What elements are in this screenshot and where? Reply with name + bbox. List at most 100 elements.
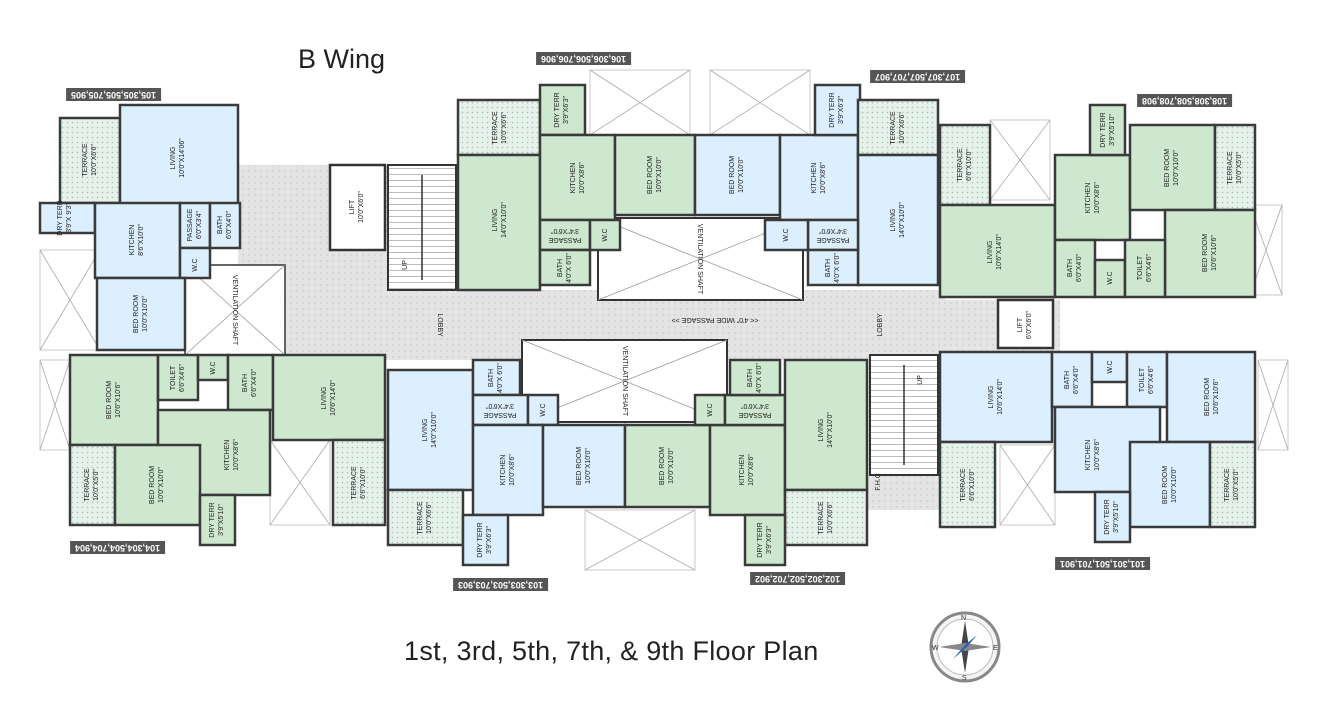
room-label: TERRACE — [417, 501, 424, 535]
ventilation-shaft-left — [184, 264, 286, 356]
room-dims: 14'0"X10'0" — [431, 412, 438, 448]
room-label: BED ROOM — [647, 156, 654, 194]
room-dims: 3'9"X6'3" — [563, 96, 570, 124]
flat-number-tag-108: 108,308,508,708,908 — [1137, 94, 1233, 107]
flat-103 — [386, 358, 627, 567]
lift-dims: 10'0"X6'0" — [358, 191, 365, 223]
room-label: W.C — [1107, 271, 1114, 284]
room-dims: 14'0"X10'0" — [827, 412, 834, 448]
room-dims: 10'0"X8'6" — [820, 162, 827, 194]
room-label: W.C — [1107, 360, 1114, 373]
flat-number-tag-107: 107,307,507,707,907 — [870, 70, 966, 83]
room-dims: 10'0"X10'0" — [1173, 150, 1180, 186]
flat-108 — [938, 103, 1257, 299]
room-label: TERRACE — [82, 143, 89, 177]
shaft-label: VENTILATION SHAFT — [621, 346, 628, 417]
room-label: BED ROOM — [1204, 378, 1211, 416]
room-label: TERRACE — [818, 501, 825, 535]
room-dims: 3'9"X6'3" — [486, 526, 493, 554]
lift-label: LIFT — [1017, 317, 1024, 332]
room-label: W.C — [707, 403, 714, 416]
lobby-label: LOBBY — [877, 313, 884, 337]
room-dims: 3'4"X6'0" — [819, 227, 847, 234]
room-label: DRY TERR — [209, 502, 216, 537]
room-dims: 4'0"X 6'0" — [566, 253, 573, 283]
room-label: W.C — [192, 258, 199, 271]
room-label: KITCHEN — [224, 440, 231, 471]
room-label: PASSAGE — [738, 411, 771, 418]
floor-plan-caption: 1st, 3rd, 5th, 7th, & 9th Floor Plan — [404, 636, 819, 666]
room-dims: 10'6"X10'6" — [1213, 379, 1220, 415]
room-label: DRY TERR — [1104, 499, 1111, 534]
room-label: PASSAGE — [548, 236, 581, 243]
room-label: BED ROOM — [1162, 466, 1169, 504]
room-label: LIVING — [492, 209, 499, 232]
flat-107 — [693, 83, 940, 287]
room-dims: 4'0"X 6'0" — [756, 363, 763, 393]
room-dims: 3'9"X 9'3" — [66, 203, 73, 233]
room-label: TOILET — [1139, 367, 1146, 392]
room-dims: 3'4"X6'0" — [741, 402, 769, 409]
flat-105 — [38, 103, 242, 352]
room-dims: 14'0"X10'0" — [899, 202, 906, 238]
open-balcony-areas — [39, 69, 1289, 571]
room-label: BED ROOM — [133, 295, 140, 333]
flat-number-tag-103: 103,303,503,703,903 — [453, 578, 549, 591]
corridor-label: << 4'0" WIDE PASSAGE >> — [672, 316, 759, 323]
room-dims: 8'6"X10'0" — [138, 224, 145, 256]
lobby-label: LOBBY — [436, 313, 443, 337]
room-dims: 10'0"X6'6" — [501, 112, 508, 144]
room-dims: 6'6"X4'6" — [179, 364, 186, 392]
lift-right — [996, 298, 1055, 350]
room-label: BED ROOM — [1202, 234, 1209, 272]
room-label: BED ROOM — [106, 381, 113, 419]
room-label: DRY TERR — [554, 92, 561, 127]
room-dims: 10'0"X10'0" — [656, 157, 663, 193]
room-dims: 3'4"X6'0" — [486, 402, 514, 409]
svg-text:E: E — [993, 645, 998, 652]
room-dims: 3'9"X6'3" — [838, 96, 845, 124]
room-dims: 10'0"X10'0" — [585, 448, 592, 484]
svg-text:S: S — [962, 675, 967, 682]
room-label: W.C — [540, 403, 547, 416]
room-label: KITCHEN — [1085, 440, 1092, 471]
room-label: LIVING — [988, 386, 995, 409]
room-label: BED ROOM — [729, 156, 736, 194]
wing-title: B Wing — [298, 44, 386, 74]
room-dims: 6'6"X10'0" — [969, 469, 976, 501]
room-dims: 10'0"X8'6" — [233, 439, 240, 471]
room-dims: 10'0"X8'6" — [1094, 182, 1101, 214]
room-label: BED ROOM — [659, 447, 666, 485]
flat-104 — [68, 353, 387, 547]
flat-number-tag-101: 101,301,501,701,901 — [1055, 557, 1151, 570]
room-dims: 6'6"X4'6" — [1148, 366, 1155, 394]
room-dims: 10'0"X10'0" — [668, 448, 675, 484]
staircase-bottom — [869, 354, 939, 476]
room-label: TERRACE — [84, 468, 91, 502]
staircase-top — [387, 164, 457, 291]
room-label: PASSAGE — [816, 236, 849, 243]
stair-up-label: UP — [402, 260, 409, 270]
flat-number-tag-104: 104,304,504,704,904 — [70, 541, 166, 554]
room-dims: 10'6"X14'0" — [330, 380, 337, 416]
room-dims: 6'0"X3'4" — [196, 211, 203, 239]
room-dims: 4'0"X 6'0" — [497, 363, 504, 393]
compass-icon: N S W E — [929, 611, 1001, 683]
room-dims: 10'0"X8'6" — [1094, 439, 1101, 471]
room-label: W.C — [210, 361, 217, 374]
room-dims: 4'0"X 6'0" — [834, 253, 841, 283]
room-label: DRY TERR — [757, 522, 764, 557]
room-label: BATH — [747, 369, 754, 387]
flat-number-tag-105: 105,305,505,705,905 — [66, 88, 162, 101]
room-label: PASSAGE — [187, 208, 194, 241]
room-label: KITCHEN — [811, 163, 818, 194]
room-label: LIVING — [321, 387, 328, 410]
room-dims: 10'6"X14'0" — [997, 379, 1004, 415]
room-dims: 10'0"X5'0" — [93, 469, 100, 501]
svg-text:N: N — [961, 615, 966, 622]
flat-number-tag-102: 102,302,502,702,902 — [750, 572, 846, 585]
room-dims: 10'0"X10'0" — [1171, 467, 1178, 503]
lift-label: LIFT — [349, 199, 356, 214]
room-label: KITCHEN — [500, 455, 507, 486]
